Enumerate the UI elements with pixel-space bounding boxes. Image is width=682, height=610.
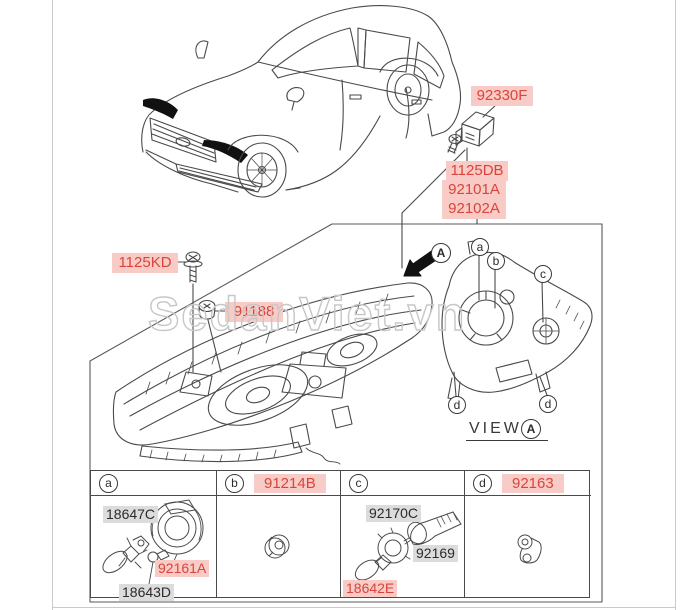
table-column-a: a [91, 471, 217, 601]
grommet-91188-drawing [198, 299, 216, 320]
table-column-b: b 91214B [217, 471, 341, 597]
column-a-circle: a [99, 473, 118, 493]
column-b-circle: b [225, 473, 244, 493]
page-border-right [675, 0, 676, 610]
part-label-grommet[interactable]: 91188 [225, 302, 283, 322]
view-title: VIEW [469, 420, 522, 437]
detail-box-outline [89, 223, 603, 603]
elbow-socket-drawing [517, 534, 542, 564]
part-label-headlamp-rh[interactable]: 92102A [442, 199, 506, 219]
part-label-92169: 92169 [413, 545, 458, 562]
page-border-bottom [52, 607, 676, 608]
part-label-18643D: 18643D [119, 584, 175, 601]
column-c-circle: c [349, 473, 368, 493]
marker-d-left: d [448, 396, 466, 414]
bulb-socket-drawing [354, 527, 412, 581]
view-a-drawing [441, 239, 593, 401]
part-label-headlamp-lh[interactable]: 92101A [442, 180, 506, 201]
table-column-d: d 92163 [465, 471, 591, 597]
marker-c: c [534, 265, 552, 283]
part-label-92170C: 92170C [366, 505, 422, 522]
headlamp-assembly-drawing [112, 282, 433, 465]
halogen-bulb-drawing [102, 535, 150, 574]
car-illustration [141, 5, 462, 198]
part-label-91214B[interactable]: 91214B [254, 473, 326, 493]
part-label-92163[interactable]: 92163 [502, 473, 564, 493]
part-label-bolt-left[interactable]: 1125KD [112, 253, 178, 273]
part-label-screw-upper[interactable]: 1125DB [446, 161, 508, 181]
marker-a: a [471, 238, 489, 256]
part-label-18647C: 18647C [103, 506, 159, 523]
part-label-18642E[interactable]: 18642E [343, 580, 398, 597]
parts-table: a [90, 470, 591, 601]
connector-92169-drawing [407, 511, 462, 545]
table-column-c: c [341, 471, 465, 597]
part-label-relay[interactable]: 92330F [471, 86, 533, 106]
dust-cap-drawing [150, 499, 204, 555]
marker-b: b [487, 252, 505, 270]
part-label-92161A[interactable]: 92161A [155, 560, 210, 577]
page-border-left [52, 0, 53, 610]
view-ref-circle-a: A [521, 419, 541, 439]
arrow-ref-circle-a: A [431, 243, 451, 263]
marker-d-right: d [539, 395, 557, 413]
column-d-circle: d [473, 473, 492, 493]
bolt-1125KD-drawing [183, 251, 203, 283]
grommet-91214B-drawing [264, 534, 290, 559]
relay-drawing [455, 111, 495, 147]
view-title-underline [466, 440, 548, 441]
screw-1125DB-drawing [447, 133, 462, 154]
